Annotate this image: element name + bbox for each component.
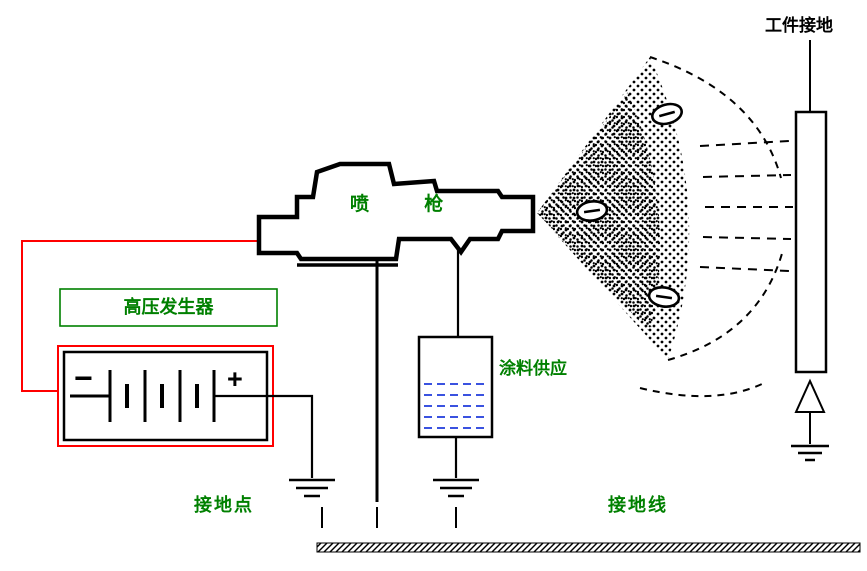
field-line-4 [702, 236, 792, 240]
paint-supply-label: 涂料供应 [499, 359, 567, 378]
field-lines [639, 56, 793, 398]
spray-gun-label: 喷 枪 [350, 194, 444, 215]
earth-hatching [316, 542, 861, 553]
battery-plus-terminal: + [227, 364, 243, 394]
field-line-1 [699, 140, 790, 147]
paint-supply-container [417, 335, 494, 498]
ground-symbol-generator [289, 478, 335, 498]
ground-symbol-paint [433, 478, 479, 498]
workpiece-body [794, 110, 828, 374]
field-arc-bottom-outer [639, 383, 763, 398]
high-voltage-generator [57, 345, 274, 447]
spray-gun [256, 161, 536, 267]
field-arc-bottom [667, 249, 784, 361]
battery-minus-terminal: − [74, 360, 93, 396]
workpiece [791, 40, 829, 462]
hv-generator-label: 高压发生器 [123, 297, 214, 317]
negative-charge-icon [651, 102, 683, 126]
ground-symbol-workpiece [791, 444, 829, 462]
workpiece-ground-label: 工件接地 [765, 16, 833, 35]
earth-ticks [321, 507, 457, 528]
paint-container [417, 335, 494, 439]
field-line-2 [702, 174, 792, 178]
paint-liquid [424, 383, 487, 429]
spray-gun-body [256, 161, 536, 262]
negative-charge-icon [575, 200, 609, 222]
negative-charge-icons [575, 102, 683, 308]
spray-cone [537, 57, 690, 360]
generator-ground-wire [214, 394, 314, 478]
workpiece-support [794, 378, 826, 413]
hv-generator-label-box [59, 288, 278, 327]
negative-charge-icon [647, 286, 681, 308]
ground-wire-label: 接地线 [608, 495, 668, 515]
high-voltage-wire [21, 240, 259, 392]
ground-point-label: 接地点 [194, 495, 254, 515]
